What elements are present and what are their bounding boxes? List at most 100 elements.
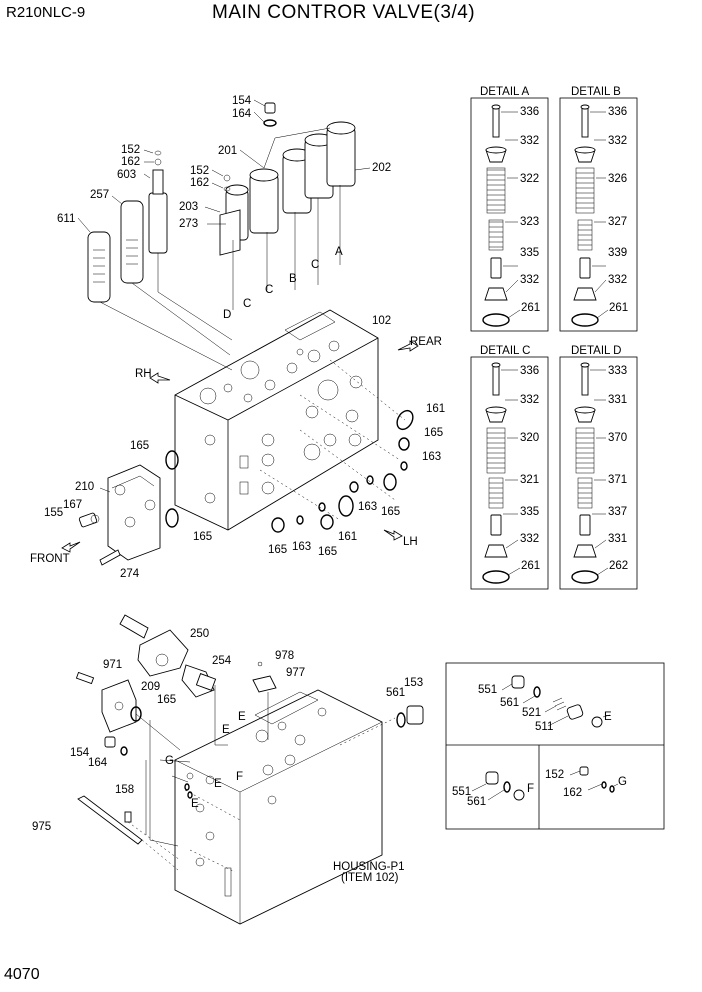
detail-d-label-4: 371 [608, 474, 627, 486]
label-161-b: 161 [338, 531, 357, 543]
sub-detail-panels: 551 561 521 511 E 551 561 F 152 162 G [445, 662, 665, 830]
label-152-a: 152 [121, 144, 140, 156]
detail-c-label-4: 321 [520, 474, 539, 486]
label-165-f: 165 [318, 546, 337, 558]
label-161-a: 161 [426, 403, 445, 415]
detail-b-label-6: 332 [608, 274, 627, 286]
detail-c-label-7: 261 [521, 560, 540, 572]
label-spool-a: A [335, 246, 343, 258]
sub-f-label-551: 551 [452, 786, 471, 798]
label-spool-c-2: C [265, 284, 273, 296]
label-977: 977 [286, 667, 305, 679]
label-273: 273 [179, 218, 198, 230]
main-valve-assembly [61, 99, 419, 566]
label-e-2: E [238, 711, 246, 723]
sub-e-label-521: 521 [522, 707, 541, 719]
detail-c-title: DETAIL C [480, 345, 530, 357]
main-labels: 154 164 201 202 152 162 603 257 611 152 … [30, 95, 445, 580]
housing-p1 [174, 689, 383, 925]
label-162-b: 162 [190, 177, 209, 189]
detail-a-parts [482, 104, 521, 327]
label-spool-c-1: C [311, 259, 319, 271]
sub-e-label-561: 561 [500, 697, 519, 709]
label-155: 155 [44, 507, 63, 519]
detail-d-title: DETAIL D [571, 345, 621, 357]
page-title: MAIN CONTROR VALVE(3/4) [212, 2, 476, 23]
label-163-a: 163 [422, 451, 441, 463]
label-rh: RH [135, 368, 152, 380]
label-975: 975 [32, 821, 51, 833]
label-165-e: 165 [268, 544, 287, 556]
model-code: R210NLC-9 [6, 4, 86, 21]
detail-d-label-3: 370 [608, 432, 627, 444]
sub-g-label-152: 152 [545, 769, 564, 781]
label-spool-b: B [289, 273, 297, 285]
detail-a-frame [470, 97, 549, 332]
label-165-a: 165 [424, 427, 443, 439]
detail-a-label-5: 335 [520, 247, 539, 259]
label-163-b: 163 [358, 501, 377, 513]
label-housing: HOUSING-P1 [333, 861, 405, 873]
label-209: 209 [141, 681, 160, 693]
label-603: 603 [117, 169, 136, 181]
label-254: 254 [212, 655, 232, 667]
end-cover [107, 464, 161, 561]
label-971: 971 [103, 659, 122, 671]
detail-d-label-2: 331 [608, 394, 627, 406]
detail-d-label-7: 262 [609, 560, 628, 572]
label-561: 561 [386, 687, 405, 699]
detail-a-label-1: 336 [520, 106, 539, 118]
detail-c-parts [482, 362, 521, 584]
detail-d-label-5: 337 [608, 506, 627, 518]
detail-c-label-3: 320 [520, 432, 539, 444]
detail-d-label-6: 331 [608, 533, 627, 545]
detail-c-label-5: 335 [520, 506, 539, 518]
label-165-c: 165 [381, 506, 400, 518]
pilot-caps [219, 121, 356, 256]
label-164: 164 [232, 108, 252, 120]
label-202: 202 [372, 162, 391, 174]
detail-b-title: DETAIL B [571, 86, 621, 98]
sub-g-label-162: 162 [563, 787, 582, 799]
label-e-1: E [222, 724, 230, 736]
sub-e-label-e: E [604, 711, 612, 723]
label-201: 201 [218, 145, 237, 157]
sub-f-label-f: F [527, 783, 534, 795]
label-152-b: 152 [190, 165, 209, 177]
label-164-lower: 164 [88, 757, 108, 769]
detail-b-parts [571, 104, 609, 327]
detail-d-label-1: 333 [608, 365, 627, 377]
detail-a-label-6: 332 [520, 274, 539, 286]
sub-g-label-g: G [618, 776, 627, 788]
o-rings [165, 409, 414, 533]
label-lh: LH [403, 536, 418, 548]
label-f: F [236, 771, 243, 783]
label-165: 165 [157, 694, 176, 706]
label-spool-d: D [223, 309, 231, 321]
detail-a-label-7: 261 [521, 302, 540, 314]
sub-e-label-511: 511 [535, 721, 553, 733]
page-number: 4070 [4, 966, 40, 983]
lower-labels: 250 971 254 978 977 209 165 561 153 E E … [32, 628, 423, 884]
detail-b-label-7: 261 [609, 302, 628, 314]
detail-b-label-5: 339 [608, 247, 627, 259]
label-154: 154 [232, 95, 252, 107]
relief-valves [87, 150, 168, 303]
label-item-102: (ITEM 102) [341, 872, 399, 884]
label-210: 210 [75, 481, 94, 493]
label-158: 158 [115, 784, 134, 796]
lower-housing [75, 614, 424, 925]
label-167: 167 [63, 499, 82, 511]
label-978: 978 [275, 650, 294, 662]
sub-f-label-561: 561 [467, 796, 486, 808]
detail-c-label-6: 332 [520, 533, 539, 545]
detail-a-title: DETAIL A [480, 86, 530, 98]
label-163-c: 163 [292, 541, 311, 553]
detail-b-label-3: 326 [608, 173, 627, 185]
label-spool-c-3: C [243, 298, 251, 310]
valve-block [174, 309, 379, 531]
label-g: G [165, 755, 174, 767]
label-274: 274 [120, 568, 140, 580]
label-203: 203 [179, 201, 198, 213]
